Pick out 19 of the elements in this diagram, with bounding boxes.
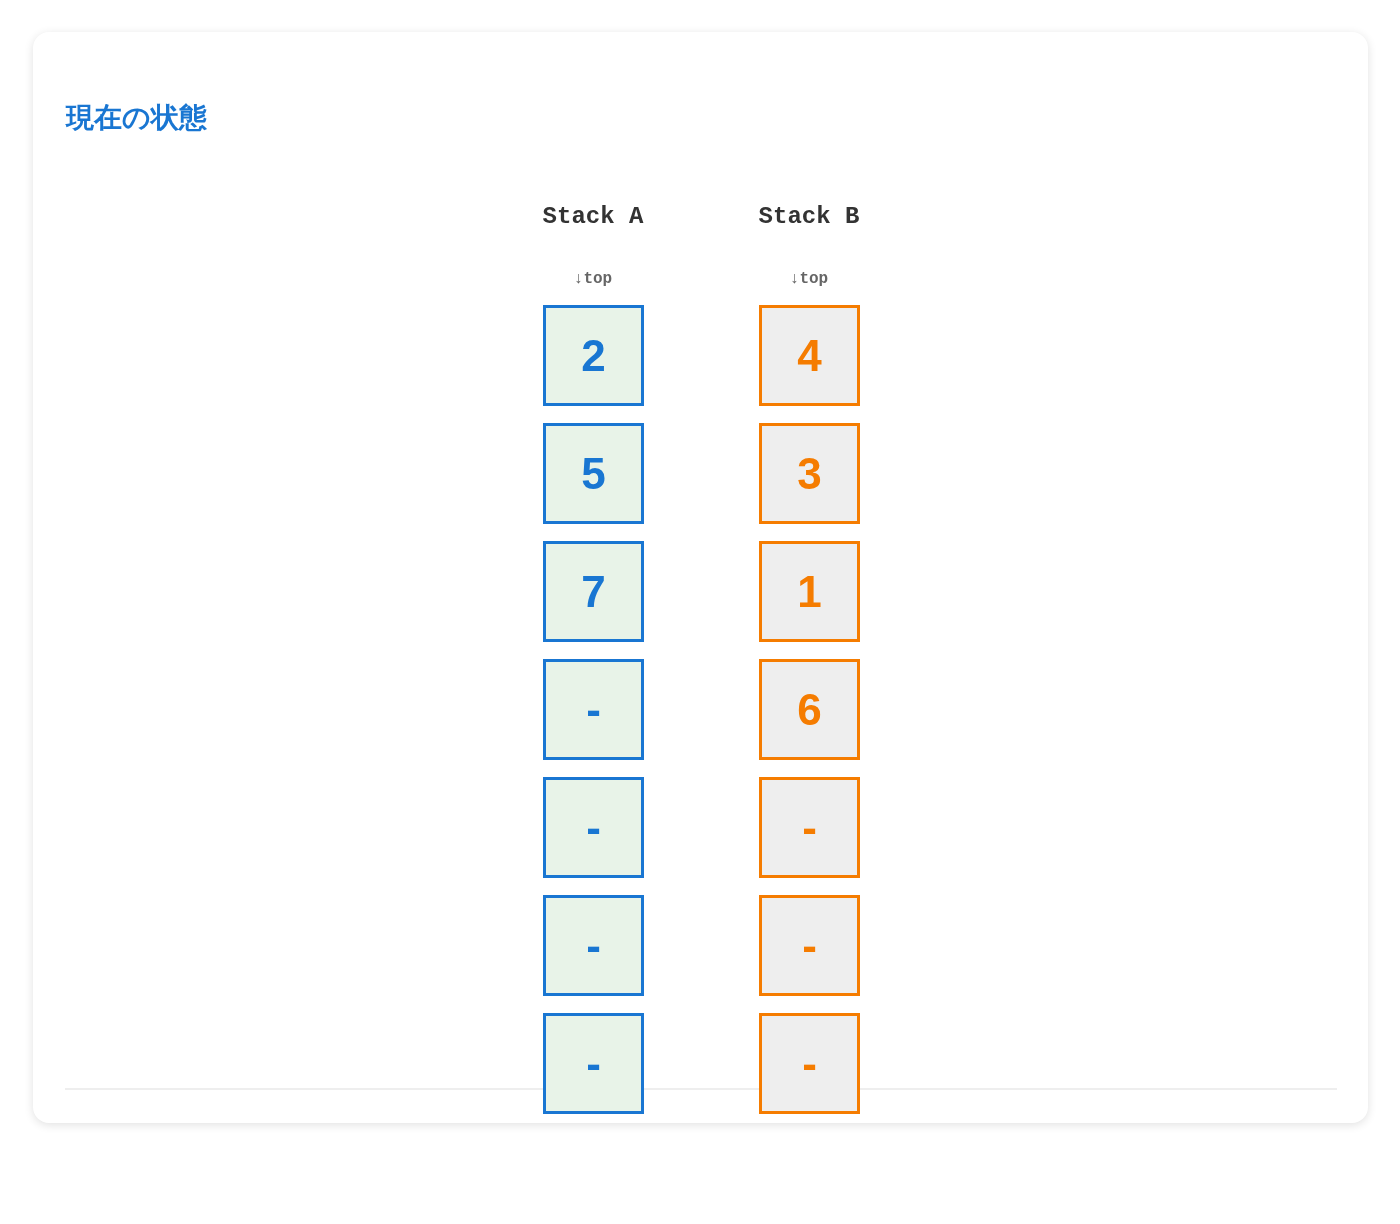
stack-cell: -: [759, 777, 860, 878]
stack-cell: 2: [543, 305, 644, 406]
top-marker: ↓top: [572, 269, 614, 290]
top-marker: ↓top: [788, 269, 830, 290]
stack-cell: 1: [759, 541, 860, 642]
stack-cell: 4: [759, 305, 860, 406]
stack-cell: 3: [759, 423, 860, 524]
stack-cell: -: [759, 1013, 860, 1114]
stack-cell: -: [543, 659, 644, 760]
stack-cell: -: [759, 895, 860, 996]
stack-cell: -: [543, 895, 644, 996]
stack-cell: -: [543, 1013, 644, 1114]
stack-cell: -: [543, 777, 644, 878]
stack-heading: Stack B: [757, 202, 861, 232]
section-title: 現在の状態: [66, 100, 207, 136]
stack-cell: 6: [759, 659, 860, 760]
stack-cell: 5: [543, 423, 644, 524]
stack-cell: 7: [543, 541, 644, 642]
stack-heading: Stack A: [541, 202, 645, 232]
